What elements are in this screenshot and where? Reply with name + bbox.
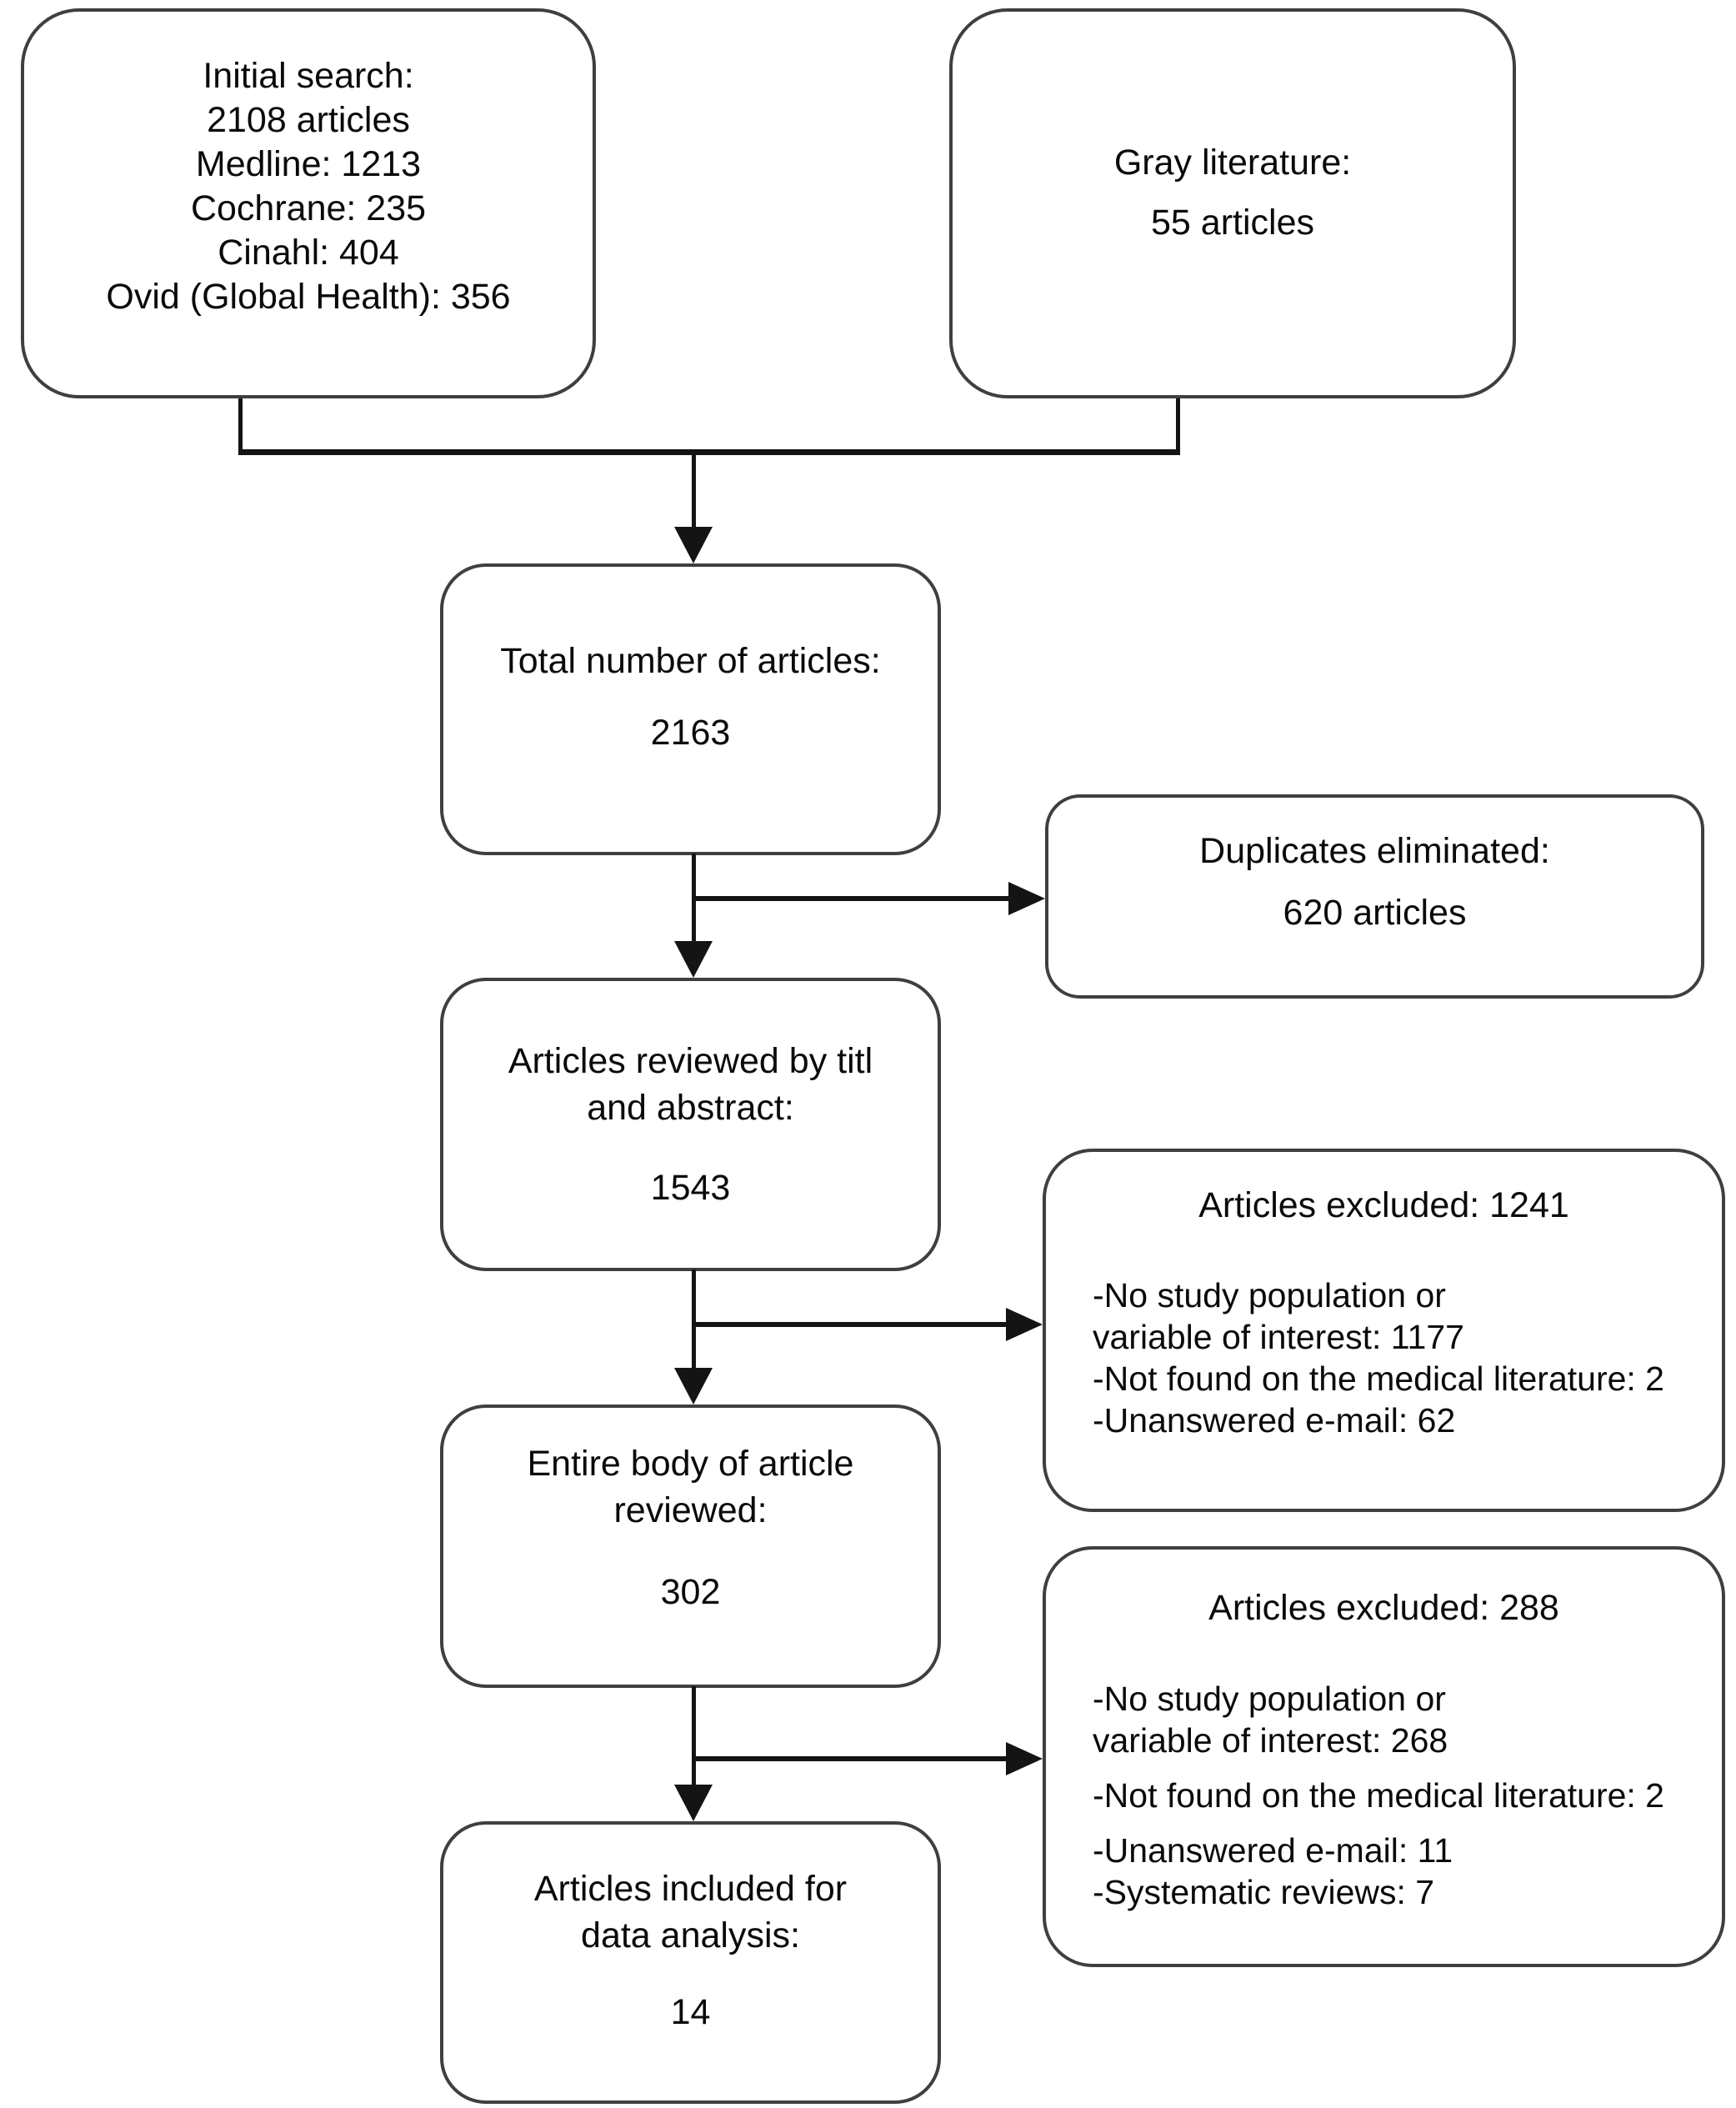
connector-reviewed-to-body	[692, 1269, 696, 1369]
included-value: 14	[670, 1991, 711, 2032]
excluded-item: -No study population or	[1093, 1680, 1446, 1718]
excluded-item: -Systematic reviews: 7	[1093, 1873, 1435, 1911]
excluded-item: -Unanswered e-mail: 62	[1093, 1401, 1456, 1440]
gray-literature-value: 55 articles	[1151, 203, 1314, 243]
connector-gray-drop	[1176, 398, 1180, 453]
included-title-line2: data analysis:	[581, 1915, 800, 1955]
connector-branch-duplicates	[694, 896, 1008, 901]
initial-search-total: 2108 articles	[207, 100, 410, 140]
excluded-item: -Not found on the medical literature: 2	[1093, 1776, 1664, 1815]
arrowhead-into-included	[674, 1785, 713, 1821]
connector-initial-drop	[238, 398, 243, 453]
excluded-item: variable of interest: 268	[1093, 1721, 1448, 1760]
excluded-288-heading: Articles excluded: 288	[1208, 1588, 1559, 1628]
initial-search-medline: Medline: 1213	[195, 144, 422, 184]
box-initial-search: Initial search: 2108 articles Medline: 1…	[21, 8, 596, 398]
duplicates-title: Duplicates eliminated:	[1199, 830, 1550, 871]
excluded-item: -Unanswered e-mail: 11	[1093, 1831, 1453, 1870]
excluded-item: -Not found on the medical literature: 2	[1093, 1359, 1664, 1398]
arrowhead-into-duplicates	[1008, 882, 1045, 915]
arrowhead-into-excluded-288	[1006, 1742, 1043, 1775]
initial-search-cochrane: Cochrane: 235	[190, 188, 427, 228]
initial-search-ovid: Ovid (Global Health): 356	[106, 277, 511, 317]
connector-merge-to-total	[692, 449, 696, 528]
box-articles-included: Articles included for data analysis: 14	[440, 1821, 941, 2104]
box-total-articles: Total number of articles: 2163	[440, 563, 941, 855]
box-duplicates-eliminated: Duplicates eliminated: 620 articles	[1045, 794, 1704, 999]
box-articles-excluded-1241: Articles excluded: 1241 -No study popula…	[1043, 1149, 1725, 1512]
excluded-item: variable of interest: 1177	[1093, 1318, 1464, 1356]
total-articles-title: Total number of articles:	[500, 641, 881, 681]
connector-body-to-included	[692, 1686, 696, 1786]
included-title-line1: Articles included for	[533, 1868, 848, 1909]
box-gray-literature: Gray literature: 55 articles	[949, 8, 1516, 398]
gray-literature-title: Gray literature:	[1113, 143, 1352, 183]
excluded-288-items: -No study population or variable of inte…	[1046, 1678, 1722, 1913]
reviewed-title-line1: Articles reviewed by titl	[508, 1041, 873, 1081]
arrowhead-into-excluded-1241	[1006, 1308, 1043, 1341]
total-articles-value: 2163	[650, 713, 731, 753]
connector-total-to-reviewed	[692, 854, 696, 942]
box-entire-body-reviewed: Entire body of article reviewed: 302	[440, 1404, 941, 1688]
arrowhead-into-reviewed	[674, 941, 713, 978]
initial-search-title: Initial search:	[203, 56, 414, 96]
excluded-item: -No study population or	[1093, 1276, 1446, 1314]
connector-branch-excluded-288	[694, 1756, 1006, 1761]
body-title-line2: reviewed:	[613, 1490, 768, 1530]
arrowhead-into-total	[674, 527, 713, 563]
body-value: 302	[660, 1571, 721, 1612]
arrowhead-into-body	[674, 1368, 713, 1404]
box-reviewed-title-abstract: Articles reviewed by titl and abstract: …	[440, 978, 941, 1271]
excluded-1241-items: -No study population or variable of inte…	[1046, 1274, 1722, 1441]
box-articles-excluded-288: Articles excluded: 288 -No study populat…	[1043, 1546, 1725, 1967]
initial-search-cinahl: Cinahl: 404	[218, 233, 399, 273]
body-title-line1: Entire body of article	[527, 1443, 854, 1484]
duplicates-value: 620 articles	[1283, 892, 1467, 933]
excluded-1241-heading: Articles excluded: 1241	[1198, 1185, 1569, 1225]
connector-branch-excluded-1241	[694, 1322, 1006, 1327]
connector-merge-bar	[238, 449, 1180, 455]
reviewed-value: 1543	[650, 1168, 731, 1208]
reviewed-title-line2: and abstract:	[587, 1088, 794, 1128]
